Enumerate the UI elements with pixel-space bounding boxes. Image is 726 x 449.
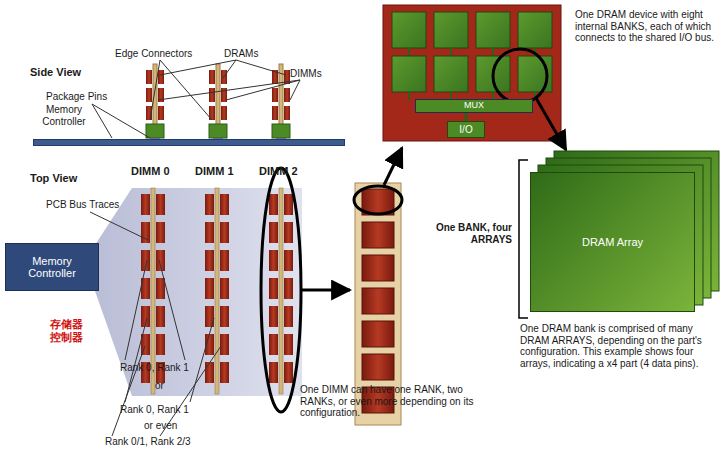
label-text: One BANK, four ARRAYS (432, 222, 512, 245)
label: DRAMs (224, 48, 274, 60)
label-text: One DRAM device with eight internal BANK… (575, 9, 723, 44)
zoom-arrow (384, 148, 402, 185)
label: or (155, 380, 185, 392)
label-text: Top View (30, 172, 110, 185)
node-text: I/O (456, 124, 475, 135)
chip-highlight (354, 186, 402, 214)
label: PCB Bus Traces (46, 199, 146, 211)
label: DIMMs (290, 68, 340, 80)
label-text: DIMM 0 (131, 165, 181, 178)
label-text: Side View (30, 66, 110, 79)
label-text: One DIMM can have one RANK, two RANKs, o… (300, 384, 476, 419)
label-text: or even (144, 420, 194, 432)
label-text: Edge Connectors (115, 48, 215, 60)
dimm-highlight (261, 168, 301, 412)
label-text: Rank 0/1, Rank 2/3 (105, 436, 215, 448)
label: Package Pins (46, 91, 136, 103)
mux-bar: MUX (415, 99, 533, 113)
node-text: Memory Controller (33, 104, 95, 127)
label: Top View (30, 172, 110, 185)
io-box: I/O (447, 121, 485, 138)
bus-line (465, 113, 468, 121)
label-text: DIMMs (290, 68, 340, 80)
dram-device (383, 5, 561, 141)
controller-box: Memory Controller (5, 243, 99, 291)
label-text: DRAMs (224, 48, 274, 60)
label: DIMM 1 (195, 165, 245, 178)
pcb-traces-area (95, 188, 302, 396)
side-dimms (146, 64, 290, 141)
bracket (519, 160, 528, 318)
banks (392, 12, 552, 100)
label-text: Package Pins (46, 91, 136, 103)
label: One DIMM can have one RANK, two RANKs, o… (300, 384, 476, 419)
label: Rank 0, Rank 1 (120, 404, 210, 416)
label: One DRAM bank is comprised of many DRAM … (520, 323, 722, 369)
zoom-arrow (536, 98, 566, 150)
zoom-arrow (302, 289, 350, 292)
label: Rank 0, Rank 1 (120, 362, 210, 374)
label-text: PCB Bus Traces (46, 199, 146, 211)
label: DIMM 2 (259, 165, 309, 178)
label: Edge Connectors (115, 48, 215, 60)
label: One BANK, four ARRAYS (432, 222, 512, 245)
label-text: DIMM 1 (195, 165, 245, 178)
label: DIMM 0 (131, 165, 181, 178)
controller-bar: Memory Controller (33, 104, 345, 146)
label: 存储器 控制器 (50, 318, 90, 343)
label-text: Rank 0, Rank 1 (120, 362, 210, 374)
label-text: One DRAM bank is comprised of many DRAM … (520, 323, 722, 369)
label: Side View (30, 66, 110, 79)
dram-array: DRAM Array (530, 172, 695, 312)
bus-bar (33, 139, 345, 146)
label-text: Rank 0, Rank 1 (120, 404, 210, 416)
label: Rank 0/1, Rank 2/3 (105, 436, 215, 448)
node-text: DRAM Array (579, 236, 646, 248)
node-text: MUX (461, 101, 487, 111)
bank-highlight (493, 49, 547, 103)
label-text: 存储器 控制器 (50, 318, 90, 343)
label-text: or (155, 380, 185, 392)
label: or even (144, 420, 194, 432)
label: One DRAM device with eight internal BANK… (575, 9, 723, 44)
node-text: Memory Controller (6, 255, 98, 279)
label-text: DIMM 2 (259, 165, 309, 178)
leader-lines (90, 60, 300, 436)
zoom-chips (362, 189, 394, 413)
